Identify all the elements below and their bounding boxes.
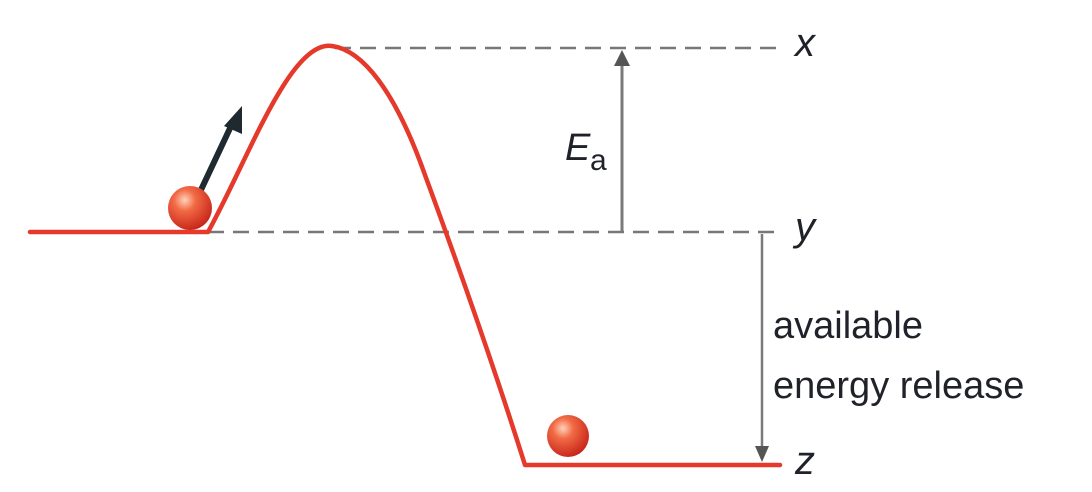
energy-release-arrowhead [755,446,769,462]
activation-energy-arrowhead [614,50,630,66]
ball-end [547,415,589,457]
energy-curve [27,43,783,468]
label-level-x: x [793,21,817,65]
energy-release-label-line-1: available [773,305,923,347]
motion-arrowhead [224,106,242,134]
activation-energy-subscript: a [590,144,607,177]
motion-arrow [197,121,235,195]
energy-release-label-line-2: energy release [773,365,1024,407]
label-level-z: z [794,439,815,483]
label-level-y: y [792,205,818,249]
activation-energy-label: E [565,127,591,169]
ball-start [168,186,212,230]
